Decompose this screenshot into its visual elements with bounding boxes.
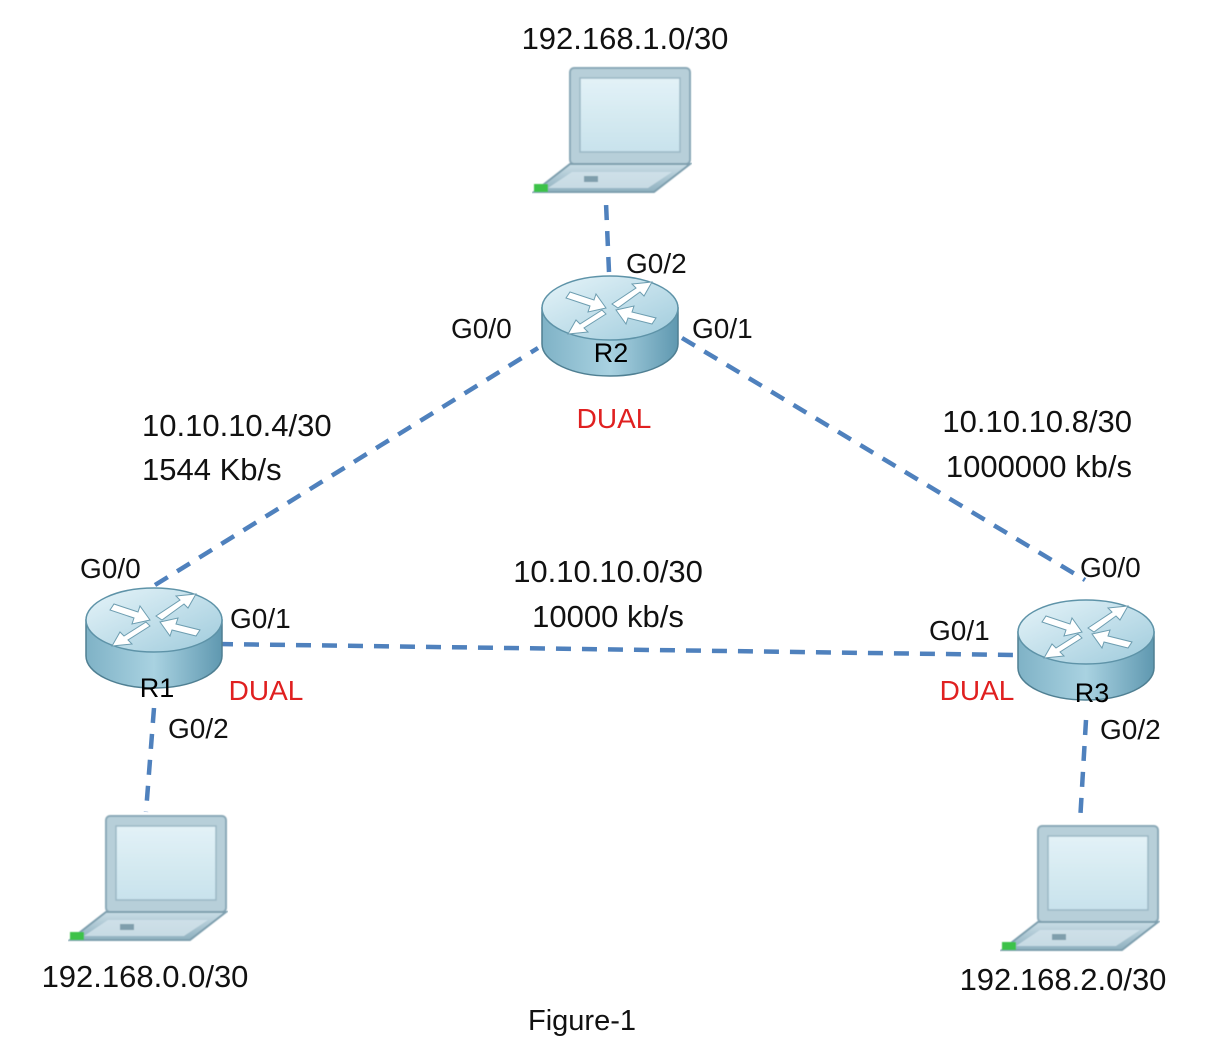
laptop-icon [1002,826,1158,950]
router-name: R2 [594,338,629,368]
figure-caption: Figure-1 [528,1005,636,1037]
laptop-top[interactable] [534,68,690,192]
r1-protocol-label: DUAL [229,675,304,706]
lan-left-network: 192.168.0.0/30 [42,959,249,994]
laptop-icon [534,68,690,192]
link-r2-r3-network: 10.10.10.8/30 [942,404,1132,439]
r3-protocol-label: DUAL [940,675,1015,706]
link-r2-top-laptop [603,202,612,273]
r1-port-g02: G0/2 [168,713,229,744]
laptop-right[interactable] [1002,826,1158,950]
r2-port-g00: G0/0 [451,313,512,344]
r2-protocol-label: DUAL [577,403,652,434]
router-r2[interactable]: R2 [541,275,679,377]
link-r2-r3 [680,336,1087,582]
r1-port-g00: G0/0 [80,553,141,584]
lan-top-network: 192.168.1.0/30 [522,21,729,56]
link-r1-r3-bandwidth: 10000 kb/s [532,599,684,634]
router-r1[interactable]: R1 [85,587,223,703]
links [143,202,1089,823]
router-r3[interactable]: R3 [1017,599,1155,708]
link-r3-right-laptop [1077,719,1089,823]
lan-right-network: 192.168.2.0/30 [960,962,1167,997]
link-r2-r3-bandwidth: 1000000 kb/s [946,449,1132,484]
r2-port-g02: G0/2 [626,248,687,279]
r3-port-g01: G0/1 [929,615,990,646]
link-r1-r2-network: 10.10.10.4/30 [142,408,332,443]
laptop-left[interactable] [70,816,226,940]
router-name: R3 [1075,678,1110,708]
r2-port-g01: G0/1 [692,313,753,344]
link-r1-left-laptop [143,707,157,813]
r3-port-g02: G0/2 [1100,714,1161,745]
link-r1-r3 [217,641,1016,658]
link-r1-r2-bandwidth: 1544 Kb/s [142,452,282,487]
r3-port-g00: G0/0 [1080,552,1141,583]
laptop-icon [70,816,226,940]
router-name: R1 [140,673,175,703]
link-r1-r3-network: 10.10.10.0/30 [513,554,703,589]
link-r1-r2 [153,346,540,587]
r1-port-g01: G0/1 [230,603,291,634]
